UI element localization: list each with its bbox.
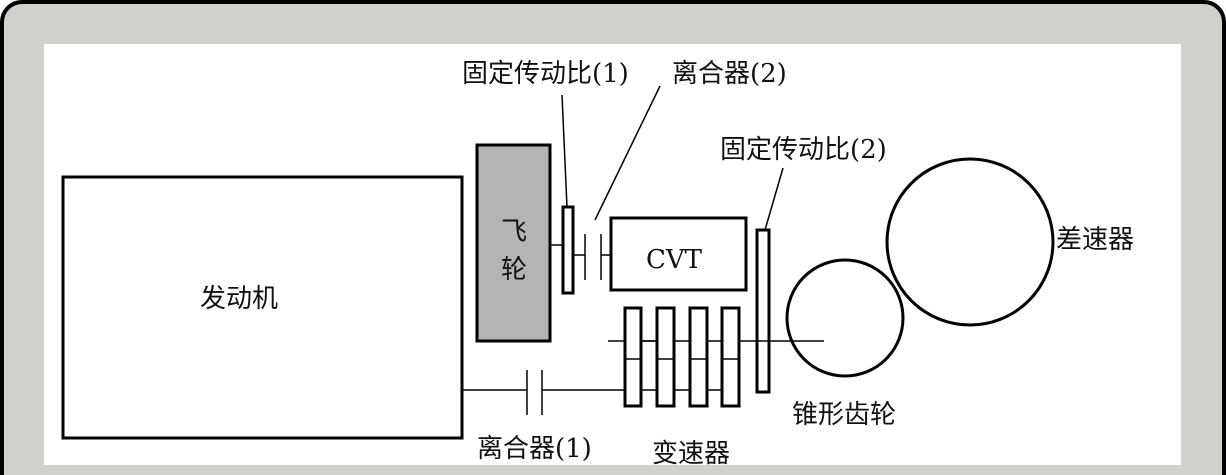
- leader-line-fixed-ratio-1: [561, 94, 568, 208]
- gearbox-label: 变速器: [652, 439, 730, 469]
- cvt-block: [609, 216, 748, 292]
- differential-circle: [885, 157, 1055, 327]
- differential-label: 差速器: [1056, 225, 1134, 255]
- fixed-ratio-2-gear: [755, 228, 771, 394]
- fixed-ratio-1-label: 固定传动比(1): [462, 59, 629, 89]
- fixed-ratio-2-label: 固定传动比(2): [720, 135, 887, 165]
- flywheel-label-2: 轮: [501, 255, 527, 285]
- leader-line-clutch-2: [594, 85, 661, 221]
- engine-label: 发动机: [200, 284, 278, 314]
- bevel-gear-circle: [785, 258, 905, 378]
- gearbox-gear-3: [688, 306, 709, 408]
- gearbox-gear-1: [623, 306, 643, 408]
- cvt-label: CVT: [646, 245, 703, 275]
- clutch-2-label: 离合器(2): [672, 59, 787, 89]
- fixed-ratio-1-gear: [561, 205, 575, 295]
- flywheel-label-1: 飞: [501, 217, 527, 247]
- clutch-1-label: 离合器(1): [477, 434, 592, 464]
- leader-line-fixed-ratio-2: [764, 167, 784, 231]
- gearbox-gear-2: [655, 306, 676, 408]
- engine-block: [61, 175, 464, 440]
- bevel-gear-label: 锥形齿轮: [792, 400, 896, 430]
- flywheel-block: [475, 143, 552, 343]
- gearbox-gear-4: [720, 306, 741, 408]
